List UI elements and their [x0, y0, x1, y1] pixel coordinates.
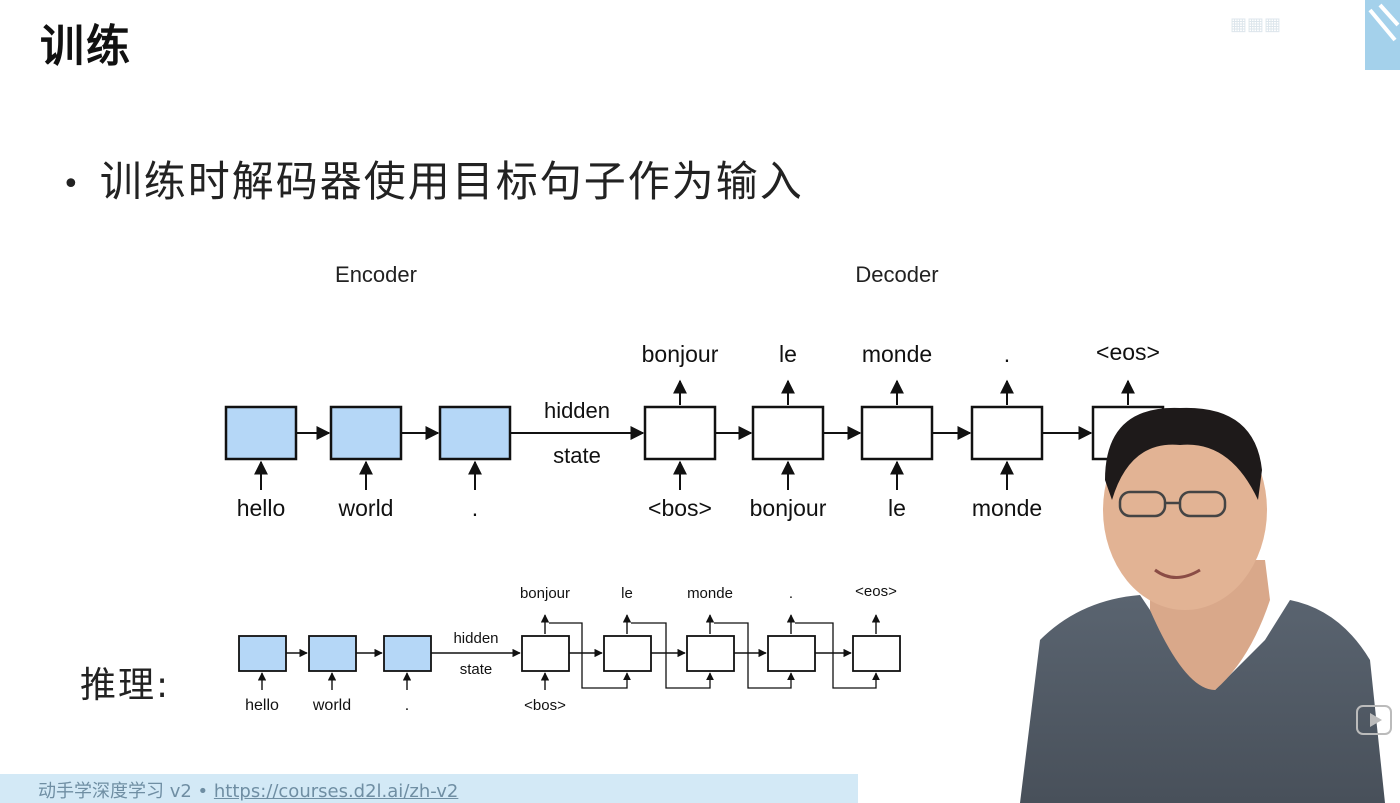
- encoder-input-token: hello: [245, 697, 279, 714]
- decoder-output-token: <eos>: [855, 583, 897, 600]
- decoder-output-token: bonjour: [642, 341, 719, 367]
- decoder-cell: [860, 405, 934, 461]
- inference-label: 推理:: [80, 665, 171, 706]
- presenter-hair: [1105, 407, 1262, 500]
- decoder-output-token: <eos>: [1096, 339, 1160, 365]
- svg-text:▦▦▦: ▦▦▦: [1230, 14, 1281, 34]
- decoder-output-token: .: [1004, 341, 1010, 367]
- decoder-input-token: <bos>: [524, 697, 566, 714]
- hidden-label: hidden: [544, 398, 610, 423]
- play-icon[interactable]: [1355, 700, 1395, 740]
- encoder-cell: [224, 405, 298, 461]
- feedback-loop: [631, 622, 714, 689]
- decoder-cell: [970, 405, 1044, 461]
- footer-text: 动手学深度学习 v2 • https://courses.d2l.ai/zh-v…: [38, 777, 458, 803]
- watermark-logo: ▦▦▦: [1230, 0, 1400, 70]
- decoder-output-token: le: [621, 585, 633, 602]
- feedback-loop: [795, 622, 880, 689]
- encoder-cell: [438, 405, 512, 461]
- decoder-output-token: bonjour: [520, 585, 570, 602]
- encoder-label: Encoder: [335, 262, 417, 287]
- decoder-input-token: <bos>: [648, 495, 712, 521]
- decoder-cell: [603, 635, 652, 672]
- state-label: state: [460, 661, 493, 678]
- bullet-point: • 训练时解码器使用目标句子作为输入: [62, 148, 804, 209]
- decoder-output-token: .: [789, 585, 793, 602]
- decoder-cell: [751, 405, 825, 461]
- decoder-input-token: le: [888, 495, 906, 521]
- encoder-cell: [308, 635, 357, 672]
- bullet-dot: •: [62, 167, 82, 202]
- encoder-cell: [238, 635, 287, 672]
- decoder-label: Decoder: [855, 262, 938, 287]
- encoder-input-token: .: [472, 495, 478, 521]
- feedback-loop: [549, 622, 631, 689]
- presenter-shirt: [1020, 595, 1385, 803]
- encoder-input-token: world: [312, 697, 351, 714]
- course-name: 动手学深度学习 v2 •: [38, 781, 214, 802]
- presenter-face: [1103, 410, 1267, 610]
- decoder-cell: [686, 635, 735, 672]
- encoder-input-token: world: [338, 495, 394, 521]
- presenter-mouth: [1154, 568, 1201, 579]
- slide-title: 训练: [40, 21, 132, 72]
- encoder-input-token: .: [405, 697, 409, 714]
- feedback-loop: [714, 622, 795, 689]
- state-label: state: [553, 443, 601, 468]
- hidden-label: hidden: [453, 630, 498, 647]
- course-link[interactable]: https://courses.d2l.ai/zh-v2: [213, 781, 459, 802]
- decoder-cell: [521, 635, 570, 672]
- decoder-cell: [643, 405, 717, 461]
- decoder-output-token: monde: [862, 341, 932, 367]
- decoder-cell: [852, 635, 901, 672]
- decoder-output-token: monde: [687, 585, 733, 602]
- footer-bar: 动手学深度学习 v2 • https://courses.d2l.ai/zh-v…: [0, 774, 858, 803]
- encoder-input-token: hello: [237, 495, 286, 521]
- decoder-output-token: le: [779, 341, 797, 367]
- decoder-input-token: monde: [972, 495, 1042, 521]
- bullet-text: 训练时解码器使用目标句子作为输入: [99, 157, 804, 206]
- decoder-input-token: bonjour: [750, 495, 827, 521]
